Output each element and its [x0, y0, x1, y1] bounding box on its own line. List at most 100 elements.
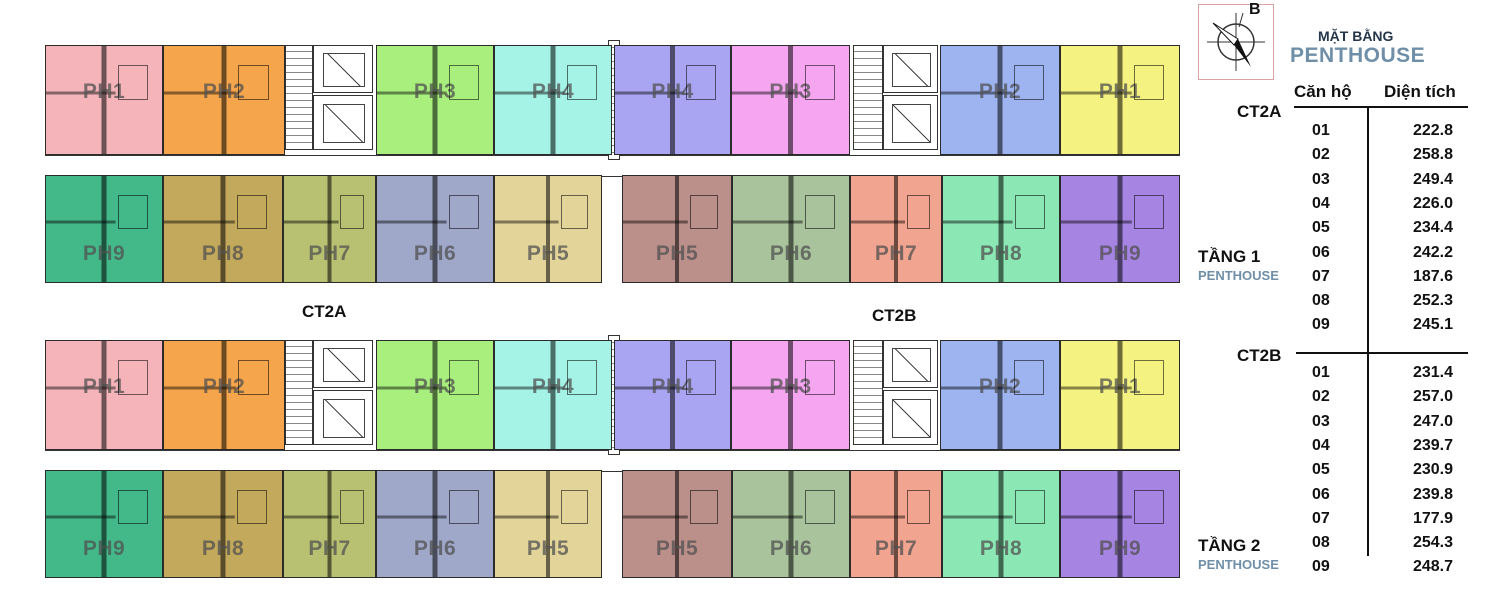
- apartment-unit[interactable]: PH9: [1060, 175, 1180, 283]
- unit-label: PH3: [769, 375, 812, 398]
- legend-column-divider: [1367, 106, 1369, 556]
- apartment-unit[interactable]: PH9: [45, 175, 163, 283]
- legend-unit-area: 226.0: [1412, 194, 1453, 212]
- legend-unit-id: 03: [1312, 170, 1330, 188]
- apartment-unit[interactable]: PH5: [622, 175, 732, 283]
- legend-unit-area: 187.6: [1412, 267, 1453, 285]
- apartment-unit[interactable]: PH8: [163, 175, 283, 283]
- legend-unit-area: 248.7: [1412, 558, 1453, 576]
- floor-1-subtitle: PENTHOUSE: [1198, 268, 1279, 283]
- apartment-unit[interactable]: PH9: [1060, 470, 1180, 578]
- legend-section-rule: [1296, 352, 1468, 354]
- unit-label: PH9: [82, 242, 126, 265]
- unit-label: PH7: [874, 242, 918, 265]
- apartment-unit[interactable]: PH3: [376, 45, 494, 155]
- apartment-unit[interactable]: PH7: [283, 470, 376, 578]
- apartment-unit[interactable]: PH8: [942, 470, 1060, 578]
- apartment-unit[interactable]: PH1: [45, 45, 163, 155]
- stair-lift-core: [285, 45, 313, 150]
- apartment-unit[interactable]: PH7: [850, 470, 942, 578]
- legend-heading-line1: MẶT BẰNG: [1318, 28, 1394, 44]
- apartment-unit[interactable]: PH8: [163, 470, 283, 578]
- legend-unit-area: 242.2: [1412, 243, 1453, 261]
- apartment-unit[interactable]: PH7: [283, 175, 376, 283]
- legend-unit-area: 249.4: [1412, 170, 1453, 188]
- apartment-unit[interactable]: PH9: [45, 470, 163, 578]
- legend-unit-id: 03: [1312, 412, 1330, 430]
- unit-label: PH3: [413, 375, 457, 398]
- apartment-unit[interactable]: PH3: [731, 45, 850, 155]
- unit-label: PH9: [1098, 537, 1142, 560]
- unit-label: PH2: [202, 375, 246, 398]
- unit-label: PH2: [978, 80, 1022, 103]
- apartment-unit[interactable]: PH1: [45, 340, 163, 450]
- legend-unit-area: 252.3: [1412, 292, 1453, 310]
- apartment-unit[interactable]: PH4: [614, 340, 731, 450]
- unit-label: PH7: [874, 537, 918, 560]
- legend-unit-id: 06: [1312, 485, 1330, 503]
- legend-unit-area: 231.4: [1412, 364, 1453, 381]
- apartment-unit[interactable]: PH3: [731, 340, 850, 450]
- legend-col-unit: Căn hộ: [1294, 82, 1352, 101]
- apartment-unit[interactable]: PH2: [163, 340, 285, 450]
- block-label-ct2b: CT2B: [872, 306, 917, 325]
- unit-label: PH3: [413, 80, 457, 103]
- apartment-unit[interactable]: PH6: [376, 470, 494, 578]
- apartment-unit[interactable]: PH6: [732, 175, 850, 283]
- unit-label: PH9: [82, 537, 126, 560]
- apartment-unit[interactable]: PH2: [940, 340, 1060, 450]
- apartment-unit[interactable]: PH1: [1060, 45, 1180, 155]
- legend-unit-id: 06: [1312, 243, 1330, 261]
- unit-label: PH7: [308, 537, 351, 560]
- apartment-unit[interactable]: PH2: [163, 45, 285, 155]
- unit-label: PH1: [82, 375, 126, 398]
- legend-unit-id: 04: [1312, 436, 1330, 454]
- stair-lift-core: [883, 340, 938, 388]
- legend-unit-id: 09: [1312, 558, 1330, 576]
- apartment-unit[interactable]: PH7: [850, 175, 942, 283]
- legend-unit-id: 05: [1312, 219, 1330, 237]
- legend-unit-id: 07: [1312, 509, 1330, 527]
- legend-unit-id: 05: [1312, 461, 1330, 479]
- unit-label: PH4: [531, 375, 575, 398]
- stair-lift-core: [883, 45, 938, 93]
- apartment-unit[interactable]: PH6: [732, 470, 850, 578]
- unit-label: PH2: [978, 375, 1022, 398]
- unit-label: PH4: [651, 375, 694, 398]
- legend-heading-line2: PENTHOUSE: [1290, 44, 1426, 67]
- unit-label: PH7: [308, 242, 351, 265]
- unit-label: PH3: [769, 80, 812, 103]
- unit-label: PH6: [413, 242, 457, 265]
- apartment-unit[interactable]: PH5: [622, 470, 732, 578]
- apartment-unit[interactable]: PH4: [494, 340, 612, 450]
- apartment-unit[interactable]: PH4: [614, 45, 731, 155]
- legend-unit-area: 230.9: [1412, 461, 1453, 479]
- apartment-unit[interactable]: PH3: [376, 340, 494, 450]
- unit-label: PH4: [651, 80, 694, 103]
- apartment-unit[interactable]: PH6: [376, 175, 494, 283]
- legend-col-area: Diện tích: [1384, 82, 1456, 101]
- block-label-ct2a: CT2A: [302, 302, 347, 321]
- legend-header-rule: [1294, 106, 1468, 108]
- legend-unit-area: 239.8: [1412, 485, 1453, 503]
- apartment-unit[interactable]: PH4: [494, 45, 612, 155]
- unit-label: PH8: [979, 242, 1023, 265]
- legend-unit-area: 247.0: [1412, 412, 1453, 430]
- floor-2-title: TẦNG 2: [1198, 536, 1261, 555]
- unit-label: PH5: [655, 537, 699, 560]
- apartment-unit[interactable]: PH1: [1060, 340, 1180, 450]
- unit-label: PH5: [655, 242, 699, 265]
- apartment-unit[interactable]: PH8: [942, 175, 1060, 283]
- apartment-unit[interactable]: PH5: [494, 470, 602, 578]
- apartment-unit[interactable]: PH5: [494, 175, 602, 283]
- legend-unit-id: 02: [1312, 388, 1330, 406]
- unit-label: PH2: [202, 80, 246, 103]
- legend-unit-id: 01: [1312, 122, 1330, 139]
- legend-unit-id: 08: [1312, 292, 1330, 310]
- legend-unit-id: 08: [1312, 534, 1330, 552]
- unit-label: PH6: [769, 242, 813, 265]
- unit-label: PH1: [1098, 375, 1142, 398]
- legend-unit-area: 239.7: [1412, 436, 1453, 454]
- unit-label: PH8: [201, 242, 245, 265]
- apartment-unit[interactable]: PH2: [940, 45, 1060, 155]
